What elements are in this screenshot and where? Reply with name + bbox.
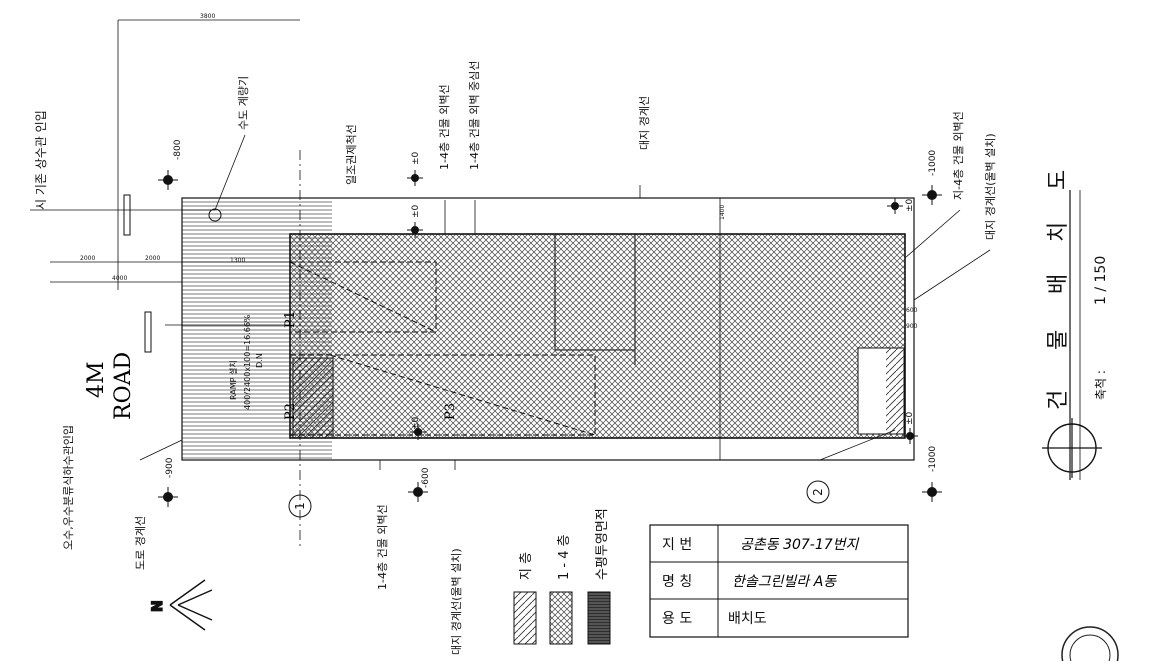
svg-text:RAMP 설치: RAMP 설치 xyxy=(228,360,238,400)
legend-swatch-projection xyxy=(587,591,611,645)
svg-text:1: 1 xyxy=(293,502,307,510)
info-table: 지 번 공촌동 307-17번지 명 칭 한솔그린빌라 A동 용 도 배치도 xyxy=(649,524,909,638)
svg-text:-900: -900 xyxy=(165,457,175,478)
interior-lines xyxy=(554,234,636,365)
info-key-name: 명 칭 xyxy=(662,574,692,590)
svg-text:1400: 1400 xyxy=(719,205,726,220)
annotation-labels: 시 기존 상수관 인입 수도 계량기 대지 경계선 1-4층 건물 외벽선 1-… xyxy=(34,61,997,655)
elevation-markers xyxy=(158,170,942,507)
svg-text:오수,우수분류식하수관인입: 오수,우수분류식하수관인입 xyxy=(61,425,75,550)
svg-text:지-4층 건물 외벽선: 지-4층 건물 외벽선 xyxy=(952,111,965,200)
water-pipe-symbol xyxy=(123,194,131,236)
svg-text:3800: 3800 xyxy=(200,13,215,20)
water-meter-symbol xyxy=(208,208,222,222)
info-value-lot: 공촌동 307-17번지 xyxy=(740,537,860,553)
svg-text:도로 경계선: 도로 경계선 xyxy=(134,516,147,570)
title-char-5: 도 xyxy=(1046,170,1071,190)
svg-text:ROAD: ROAD xyxy=(111,352,136,420)
title-char-2: 물 xyxy=(1046,330,1071,350)
site-boundary xyxy=(181,197,915,461)
svg-text:-800: -800 xyxy=(173,139,183,160)
svg-text:수평투영면적: 수평투영면적 xyxy=(595,508,610,580)
corner-hatch-inner xyxy=(886,348,904,434)
sewage-pipe-symbol xyxy=(144,311,152,353)
svg-text:±0: ±0 xyxy=(411,151,421,165)
scale-label: 축척 : xyxy=(1094,370,1108,400)
svg-text:P2: P2 xyxy=(283,403,298,420)
legend-swatch-floors xyxy=(549,591,573,645)
svg-text:N: N xyxy=(150,600,166,612)
stamp-icon xyxy=(1061,626,1119,661)
legend: 지 층 1 - 4 층 수평투영면적 xyxy=(513,508,611,645)
svg-text:대지 경계선(울벽 설치): 대지 경계선(울벽 설치) xyxy=(984,133,997,240)
svg-text:일조권제척선: 일조권제척선 xyxy=(344,124,358,185)
elevation-labels: -800 ±0 ±0 ±0 -1000 -900 ±0 -600 -1000 ±… xyxy=(165,139,938,488)
basement-hatch xyxy=(292,357,334,439)
svg-text:4M: 4M xyxy=(84,361,109,398)
parking-labels: P1 P2 P3 xyxy=(283,311,458,420)
svg-text:2000: 2000 xyxy=(145,255,160,262)
north-arrow-icon: N xyxy=(149,579,213,631)
title-char-3: 배 xyxy=(1046,274,1071,294)
info-value-use: 배치도 xyxy=(728,611,767,627)
info-key-lot: 지 번 xyxy=(662,537,692,553)
info-value-name: 한솔그린빌라 A동 xyxy=(732,574,837,590)
grid-marks: 1 2 xyxy=(288,480,830,518)
svg-text:2000: 2000 xyxy=(80,255,95,262)
svg-text:±0: ±0 xyxy=(411,204,421,218)
title-char-4: 치 xyxy=(1046,222,1071,242)
svg-text:1-4층 건물 외벽 중심선: 1-4층 건물 외벽 중심선 xyxy=(468,61,481,170)
svg-text:400/2400x100=16.66%: 400/2400x100=16.66% xyxy=(243,314,252,410)
svg-text:지 층: 지 층 xyxy=(519,552,534,580)
svg-text:1-4층 건물 외벽선: 1-4층 건물 외벽선 xyxy=(376,504,389,590)
svg-text:시 기존 상수관 인입: 시 기존 상수관 인입 xyxy=(34,110,48,210)
svg-text:대지 경계선: 대지 경계선 xyxy=(638,96,651,150)
svg-text:1 - 4 층: 1 - 4 층 xyxy=(557,534,572,580)
dimension-labels: 3800 2000 2000 4000 1400 600 900 1300 xyxy=(80,13,918,330)
svg-text:P1: P1 xyxy=(283,311,298,328)
road-label: 4M ROAD xyxy=(84,352,136,420)
svg-text:-1000: -1000 xyxy=(928,446,938,472)
building-footprint xyxy=(289,233,906,439)
scale-value: 1 / 150 xyxy=(1093,256,1109,305)
dimension-lines xyxy=(50,19,721,550)
svg-text:1-4층 건물 외벽선: 1-4층 건물 외벽선 xyxy=(438,84,451,170)
title-block: 건 물 배 치 도 축척 : 1 / 150 xyxy=(1042,170,1109,480)
leader-lines xyxy=(30,134,991,470)
svg-text:4000: 4000 xyxy=(112,275,127,282)
title-char-1: 건 xyxy=(1046,390,1071,410)
svg-text:-1000: -1000 xyxy=(928,150,938,176)
info-key-use: 용 도 xyxy=(662,611,692,627)
svg-text:P3: P3 xyxy=(443,403,458,420)
svg-text:-600: -600 xyxy=(421,467,431,488)
svg-text:대지 경계선(울벽 설치): 대지 경계선(울벽 설치) xyxy=(450,548,463,655)
svg-text:900: 900 xyxy=(906,323,918,330)
svg-text:±0: ±0 xyxy=(905,411,915,425)
svg-text:1300: 1300 xyxy=(230,257,245,264)
svg-text:600: 600 xyxy=(906,307,918,314)
svg-text:2: 2 xyxy=(811,488,825,496)
legend-swatch-basement xyxy=(513,591,537,645)
svg-text:수도 계량기: 수도 계량기 xyxy=(237,76,250,130)
parking-outlines xyxy=(289,261,596,436)
svg-text:±0: ±0 xyxy=(411,416,421,430)
svg-text:±0: ±0 xyxy=(905,198,915,212)
svg-text:D.N: D.N xyxy=(255,353,264,368)
